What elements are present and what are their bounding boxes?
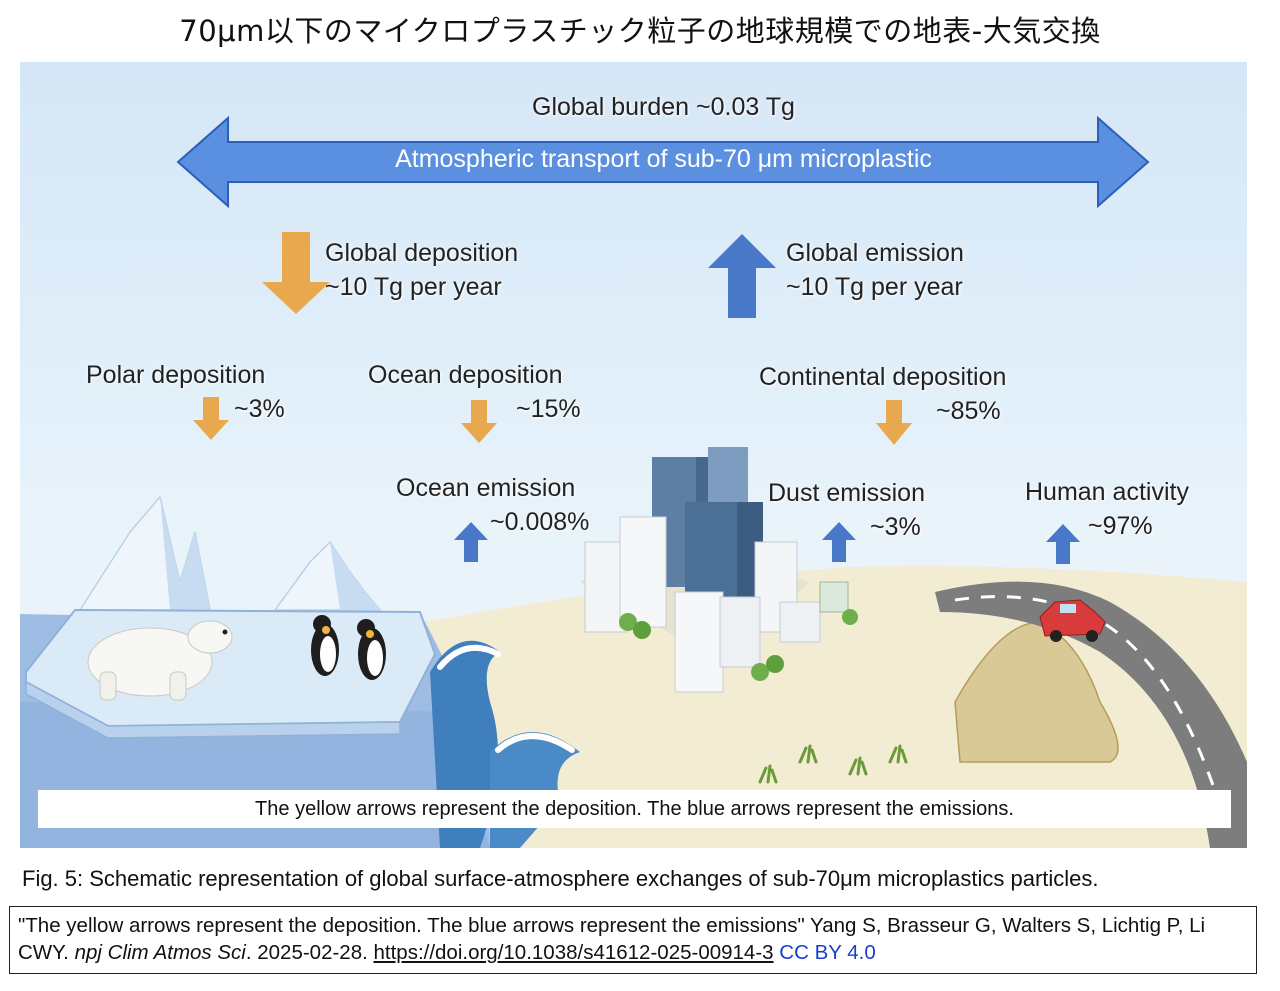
dust-emission-value: ~3%	[870, 512, 921, 542]
global-emission-label: Global emission	[786, 238, 964, 268]
continental-deposition-arrow	[876, 400, 912, 445]
transport-label: Atmospheric transport of sub-70 μm micro…	[180, 145, 1147, 174]
figure-caption: Fig. 5: Schematic representation of glob…	[22, 866, 1262, 892]
global-deposition-label: Global deposition	[325, 238, 518, 268]
polar-deposition-arrow	[193, 397, 229, 440]
ocean-emission-label: Ocean emission	[396, 473, 575, 503]
human-activity-value: ~97%	[1088, 511, 1153, 541]
ocean-emission-value: ~0.008%	[490, 507, 589, 537]
human-activity-label: Human activity	[1025, 477, 1189, 507]
ocean-deposition-value: ~15%	[516, 394, 581, 424]
polar-deposition-label: Polar deposition	[86, 360, 265, 390]
global-deposition-arrow	[262, 232, 330, 314]
global-emission-arrow	[708, 234, 776, 318]
credit-journal: npj Clim Atmos Sci	[75, 941, 246, 964]
scene-illustration	[20, 62, 1247, 848]
continental-deposition-value: ~85%	[936, 396, 1001, 426]
polar-deposition-value: ~3%	[234, 394, 285, 424]
dust-emission-label: Dust emission	[768, 478, 925, 508]
ocean-deposition-label: Ocean deposition	[368, 360, 563, 390]
credit-date: . 2025-02-28.	[246, 941, 368, 964]
credit-box: "The yellow arrows represent the deposit…	[9, 906, 1257, 974]
ocean-deposition-arrow	[461, 400, 497, 443]
dust-emission-arrow	[822, 522, 856, 562]
ocean-emission-arrow	[454, 522, 488, 562]
page-title: 70μm以下のマイクロプラスチック粒子の地球規模での地表-大気交換	[0, 8, 1280, 50]
legend-note: The yellow arrows represent the depositi…	[38, 790, 1231, 828]
global-emission-value: ~10 Tg per year	[786, 272, 963, 302]
human-activity-arrow	[1046, 524, 1080, 564]
license-link[interactable]: CC BY 4.0	[779, 941, 875, 964]
continental-deposition-label: Continental deposition	[759, 362, 1006, 392]
global-burden-label: Global burden ~0.03 Tg	[20, 92, 1247, 122]
doi-link[interactable]: https://doi.org/10.1038/s41612-025-00914…	[374, 941, 774, 964]
diagram-panel: Global burden ~0.03 Tg Atmospheric trans…	[20, 62, 1247, 848]
global-deposition-value: ~10 Tg per year	[325, 272, 502, 302]
